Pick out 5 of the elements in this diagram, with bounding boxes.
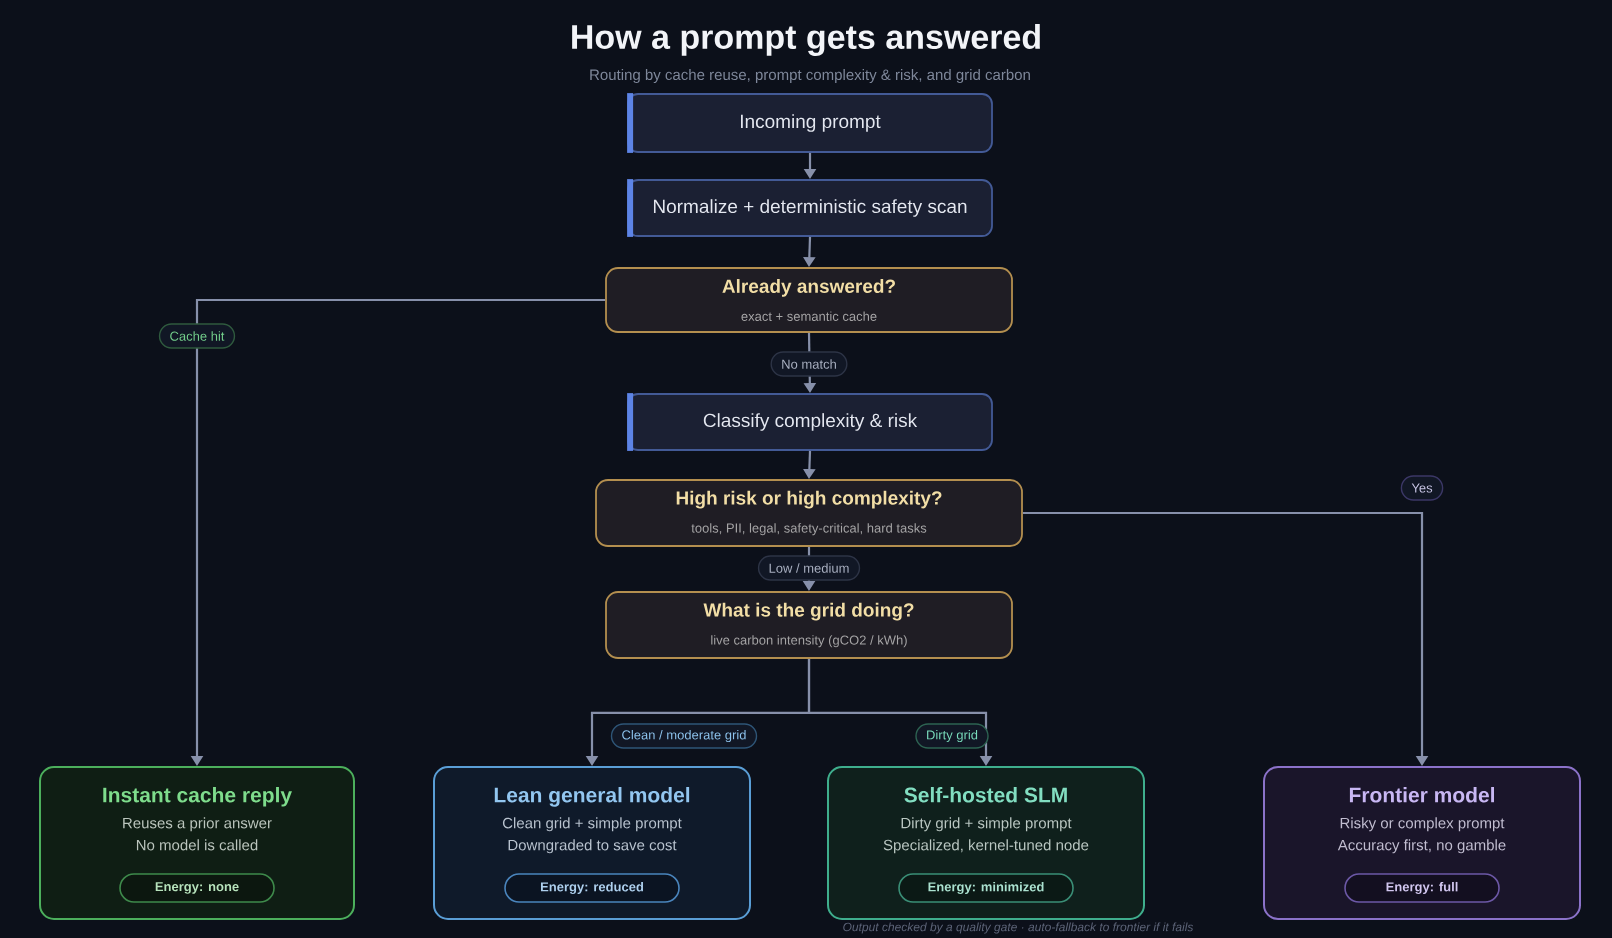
process-box: Normalize + deterministic safety scan: [627, 179, 993, 237]
process-box: Classify complexity & risk: [627, 393, 993, 451]
title: How a prompt gets answered: [572, 24, 1040, 56]
arrow: [803, 236, 816, 267]
process-box: Incoming prompt: [627, 93, 993, 153]
